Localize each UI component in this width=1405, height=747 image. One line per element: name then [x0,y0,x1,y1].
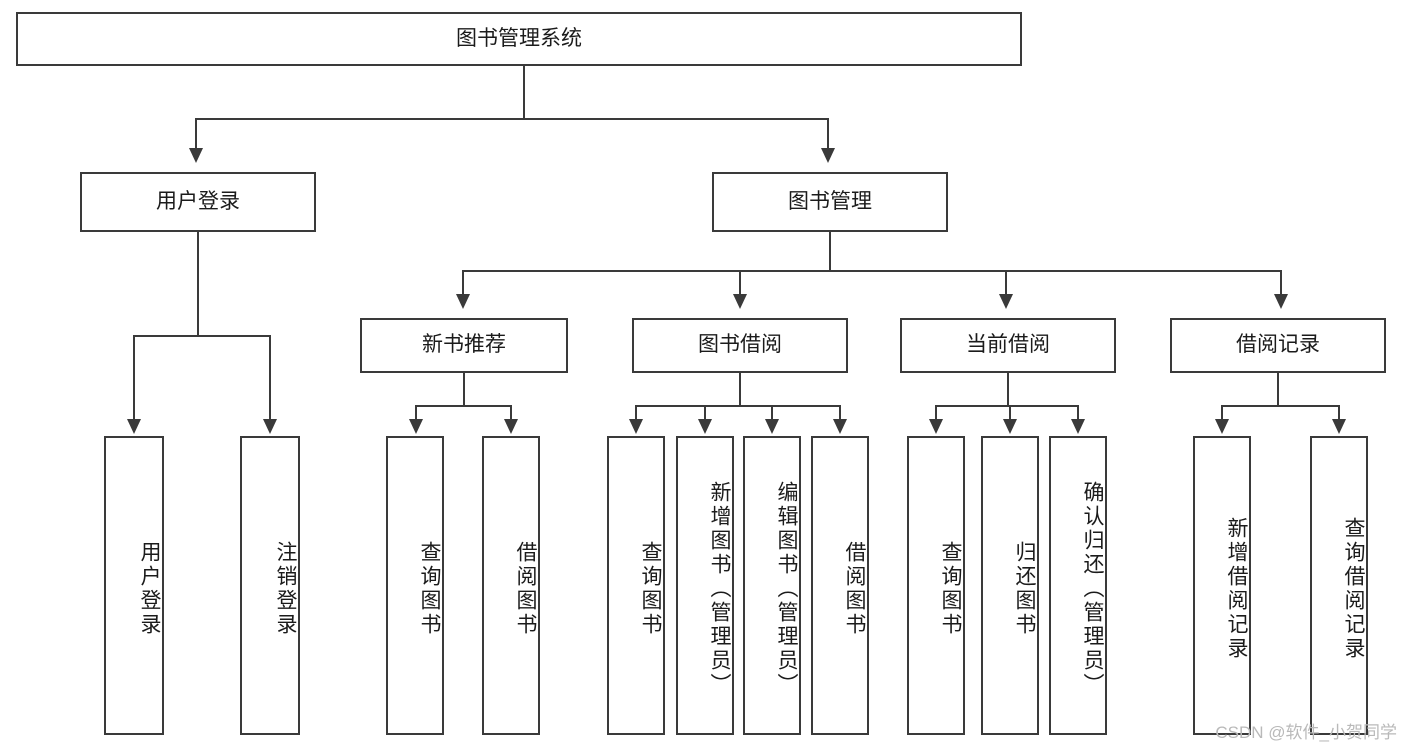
connector-to-borrow-record [1280,270,1282,296]
arrow-borrow-record-leaf-1 [1215,419,1229,434]
node-label: 注销登录 [274,540,297,637]
node-label: 借阅图书 [843,540,866,637]
node-label: 新书推荐 [422,333,506,357]
connector-book-borrow-leaf-2 [704,405,706,421]
node-label: 图书管理系统 [456,26,582,50]
node-borrow-record[interactable]: 借阅记录 [1170,318,1386,373]
connector-current-borrow-leaf-1 [935,405,937,421]
connector-borrow-record-leaf-1 [1221,405,1223,421]
arrow-user-login-leaf-1 [127,419,141,434]
arrow-to-current-borrow [999,294,1013,309]
connector-root-to-book-manage [827,118,829,150]
leaf-logout[interactable]: 注销登录 [240,436,300,735]
connector-book-borrow-bar [635,405,841,407]
node-label: 借阅图书 [514,540,537,637]
leaf-borrow-record-add-record[interactable]: 新增借阅记录 [1193,436,1251,735]
connector-user-login-bar [133,335,269,337]
connector-book-borrow-leaf-3 [771,405,773,421]
node-label: 查询图书 [639,540,662,637]
connector-to-current-borrow [1005,270,1007,296]
node-label: 图书管理 [788,189,872,213]
node-root-library-system[interactable]: 图书管理系统 [16,12,1022,66]
node-label: 借阅记录 [1236,333,1320,357]
connector-new-book-leaf-2 [510,405,512,421]
connector-user-login-stem [197,232,199,335]
node-label: 查询借阅记录 [1342,516,1365,661]
connector-level3-bar [462,270,1282,272]
connector-book-borrow-leaf-1 [635,405,637,421]
node-label: 查询图书 [939,540,962,637]
arrow-book-borrow-leaf-2 [698,419,712,434]
connector-borrow-record-bar [1221,405,1340,407]
node-label: 新增图书（管理员） [708,480,731,697]
node-user-login[interactable]: 用户登录 [80,172,316,232]
arrow-book-borrow-leaf-1 [629,419,643,434]
connector-user-login-leaf-1 [133,335,135,421]
connector-book-borrow-leaf-4 [839,405,841,421]
arrow-new-book-leaf-1 [409,419,423,434]
connector-root-bar [195,118,829,120]
connector-user-login-leaf-2 [269,335,271,421]
arrow-to-new-book [456,294,470,309]
arrow-current-borrow-leaf-1 [929,419,943,434]
node-label: 图书借阅 [698,333,782,357]
connector-to-new-book [462,270,464,296]
connector-root-to-user-login [195,118,197,150]
node-book-borrow[interactable]: 图书借阅 [632,318,848,373]
node-current-borrow[interactable]: 当前借阅 [900,318,1116,373]
connector-new-book-stem [463,373,465,405]
connector-root-stem [523,66,525,118]
node-book-management[interactable]: 图书管理 [712,172,948,232]
leaf-current-borrow-return-book[interactable]: 归还图书 [981,436,1039,735]
node-label: 查询图书 [418,540,441,637]
arrow-user-login-leaf-2 [263,419,277,434]
connector-current-borrow-bar [935,405,1079,407]
arrow-book-borrow-leaf-4 [833,419,847,434]
connector-borrow-record-leaf-2 [1338,405,1340,421]
leaf-book-borrow-query-book[interactable]: 查询图书 [607,436,665,735]
connector-borrow-record-stem [1277,373,1279,405]
leaf-new-book-borrow-book[interactable]: 借阅图书 [482,436,540,735]
arrow-to-book-borrow [733,294,747,309]
node-label: 确认归还（管理员） [1081,480,1104,697]
arrow-root-to-book-manage [821,148,835,163]
leaf-book-borrow-borrow-book[interactable]: 借阅图书 [811,436,869,735]
connector-current-borrow-stem [1007,373,1009,405]
leaf-current-borrow-query-book[interactable]: 查询图书 [907,436,965,735]
arrow-to-borrow-record [1274,294,1288,309]
node-label: 用户登录 [138,540,161,637]
arrow-current-borrow-leaf-3 [1071,419,1085,434]
leaf-current-borrow-confirm-return-admin[interactable]: 确认归还（管理员） [1049,436,1107,735]
connector-current-borrow-leaf-3 [1077,405,1079,421]
connector-to-book-borrow [739,270,741,296]
leaf-borrow-record-query-record[interactable]: 查询借阅记录 [1310,436,1368,735]
arrow-borrow-record-leaf-2 [1332,419,1346,434]
leaf-user-login[interactable]: 用户登录 [104,436,164,735]
leaf-book-borrow-add-book-admin[interactable]: 新增图书（管理员） [676,436,734,735]
connector-book-manage-stem [829,232,831,270]
arrow-current-borrow-leaf-2 [1003,419,1017,434]
arrow-new-book-leaf-2 [504,419,518,434]
connector-book-borrow-stem [739,373,741,405]
node-label: 当前借阅 [966,333,1050,357]
arrow-root-to-user-login [189,148,203,163]
connector-new-book-leaf-1 [415,405,417,421]
leaf-book-borrow-edit-book-admin[interactable]: 编辑图书（管理员） [743,436,801,735]
leaf-new-book-query-book[interactable]: 查询图书 [386,436,444,735]
node-label: 归还图书 [1013,540,1036,637]
node-label: 新增借阅记录 [1225,516,1248,661]
node-new-book-recommend[interactable]: 新书推荐 [360,318,568,373]
node-label: 编辑图书（管理员） [775,480,798,697]
node-label: 用户登录 [156,189,240,213]
arrow-book-borrow-leaf-3 [765,419,779,434]
connector-new-book-bar [415,405,511,407]
connector-current-borrow-leaf-2 [1009,405,1011,421]
